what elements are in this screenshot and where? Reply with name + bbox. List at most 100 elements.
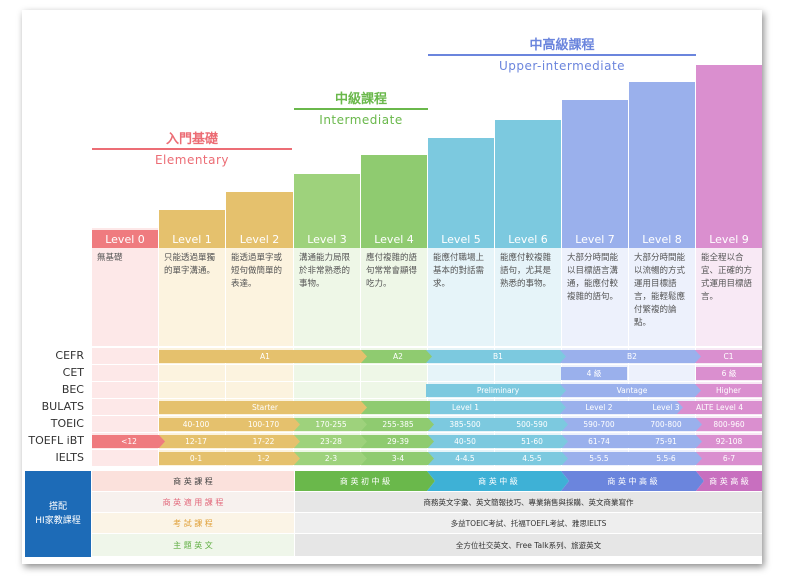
level-step-3 bbox=[294, 174, 360, 230]
level-step-9 bbox=[696, 65, 762, 230]
level-desc-6: 能應付較複雜語句，尤其是熟悉的事物。 bbox=[500, 253, 552, 289]
grid-cell-1-1 bbox=[159, 365, 225, 381]
course-cat-advanced[interactable]: 商 英 高 級 bbox=[696, 471, 762, 491]
level-desc-8: 大部分時間能以流暢的方式運用目標語言，能輕鬆應付繁複的論點。 bbox=[634, 253, 686, 328]
bar-bec-preliminary: Preliminary bbox=[426, 384, 570, 397]
toeic-cell-4: 385-500 bbox=[428, 418, 502, 431]
grid-cell-1-8 bbox=[629, 365, 695, 381]
ielts-cell-5: 4.5-5 bbox=[495, 452, 569, 465]
tier-upper-line bbox=[428, 54, 696, 56]
grid-cell-3-0 bbox=[92, 399, 158, 415]
row-label-bec: BEC bbox=[61, 383, 84, 396]
level-desc-9: 能全程以合宜、正確的方式運用目標語言。 bbox=[701, 253, 753, 302]
level-label-8: Level 8 bbox=[629, 230, 695, 248]
level-step-1 bbox=[159, 210, 225, 230]
level-label-4: Level 4 bbox=[361, 230, 427, 248]
level-desc-1: 只能透過單獨的單字溝通。 bbox=[164, 253, 216, 276]
course-row-topic-text: 全方位社交英文、Free Talk系列、旅遊英文 bbox=[295, 534, 762, 556]
level-label-9: Level 9 bbox=[696, 230, 762, 248]
toefl-cell-8: 75-91 bbox=[629, 435, 703, 448]
bar-bulats-level2: Level 2 bbox=[560, 401, 638, 414]
toeic-cell-3: 255-385 bbox=[361, 418, 435, 431]
level-chart-card: 入門基礎 Elementary 中級課程 Intermediate 中高級課程 … bbox=[22, 10, 762, 564]
course-row-business-name: 商 英 課 程 bbox=[92, 471, 294, 491]
course-row-exam-name: 考 試 課 程 bbox=[92, 513, 294, 533]
row-label-bulats: BULATS bbox=[41, 400, 84, 413]
tier-elementary-en: Elementary bbox=[154, 153, 230, 167]
grid-cell-2-0 bbox=[92, 382, 158, 398]
toeic-cell-1: 100-170 bbox=[226, 418, 301, 431]
grid-cell-1-0 bbox=[92, 365, 158, 381]
bar-cefr-a1: A1 bbox=[159, 350, 371, 363]
level-label-5: Level 5 bbox=[428, 230, 494, 248]
toefl-cell-0: <12 bbox=[92, 435, 166, 448]
course-row-exam-text: 多益TOEIC考試、托福TOEFL考試、雅思IELTS bbox=[295, 513, 762, 533]
toeic-cell-5: 500-590 bbox=[495, 418, 569, 431]
grid-cell-4-0 bbox=[92, 416, 158, 432]
ielts-cell-1: 1-2 bbox=[226, 452, 301, 465]
grid-cell-2-2 bbox=[226, 382, 293, 398]
bar-cefr-b2: B2 bbox=[560, 350, 704, 363]
bar-bulats-level1: Level 1 bbox=[361, 401, 570, 414]
toefl-cell-7: 61-74 bbox=[562, 435, 636, 448]
toeic-cell-0: 40-100 bbox=[159, 418, 233, 431]
bar-cefr-b1: B1 bbox=[426, 350, 570, 363]
grid-cell-1-6 bbox=[495, 365, 561, 381]
toefl-cell-9: 92-108 bbox=[696, 435, 762, 448]
tier-intermediate-en: Intermediate bbox=[319, 113, 403, 127]
level-desc-0: 無基礎 bbox=[97, 253, 123, 263]
course-row-topic-name: 主 題 英 文 bbox=[92, 534, 294, 556]
level-desc-2: 能透過單字或短句做簡單的表達。 bbox=[231, 253, 283, 289]
row-label-cet: CET bbox=[62, 366, 84, 379]
ielts-cell-0: 0-1 bbox=[159, 452, 233, 465]
ielts-cell-4: 4-4.5 bbox=[428, 452, 502, 465]
level-step-6 bbox=[495, 120, 561, 230]
row-label-toefl: TOEFL iBT bbox=[28, 434, 84, 447]
bar-cefr-c1: C1 bbox=[695, 350, 762, 363]
tier-intermediate-zh: 中級課程 bbox=[334, 91, 387, 107]
tier-upper-en: Upper-intermediate bbox=[498, 59, 626, 73]
tier-intermediate-line bbox=[294, 108, 428, 110]
level-desc-4: 應付複雜的語句常常會顯得吃力。 bbox=[366, 253, 418, 289]
toefl-cell-1: 12-17 bbox=[159, 435, 233, 448]
toefl-cell-4: 29-39 bbox=[361, 435, 435, 448]
level-label-7: Level 7 bbox=[562, 230, 628, 248]
courses-title: 搭配 HI家教課程 bbox=[25, 471, 91, 557]
course-row-business-applicable-name: 商 英 適 用 課 程 bbox=[92, 492, 294, 512]
course-cat-upper-intermediate[interactable]: 商 英 中 高 級 bbox=[561, 471, 704, 491]
bar-cet-4: 4 級 bbox=[561, 367, 627, 380]
grid-cell-2-1 bbox=[159, 382, 225, 398]
level-step-2 bbox=[226, 192, 293, 230]
grid-cell-1-2 bbox=[226, 365, 293, 381]
course-row-business-applicable-text: 商務英文字彙、英文簡報技巧、專業銷售與採購、英文商業寫作 bbox=[295, 492, 762, 512]
course-cat-beginner-intermediate[interactable]: 商 英 初 中 級 bbox=[295, 471, 435, 491]
grid-cell-6-0 bbox=[92, 450, 158, 466]
level-step-7 bbox=[562, 100, 628, 230]
grid-cell-0-0 bbox=[92, 348, 158, 364]
bar-bec-higher: Higher bbox=[695, 384, 762, 397]
row-label-ielts: IELTS bbox=[55, 451, 84, 464]
bar-bulats-starter: Starter bbox=[159, 401, 371, 414]
grid-cell-2-3 bbox=[294, 382, 360, 398]
tier-elementary-zh: 入門基礎 bbox=[165, 131, 218, 147]
level-step-8 bbox=[629, 82, 695, 230]
level-label-2: Level 2 bbox=[226, 230, 293, 248]
ielts-cell-6: 5-5.5 bbox=[562, 452, 636, 465]
row-label-cefr: CEFR bbox=[55, 349, 84, 362]
ielts-cell-3: 3-4 bbox=[361, 452, 435, 465]
bar-cefr-a2: A2 bbox=[361, 350, 435, 363]
level-desc-3: 溝通能力局限於非常熟悉的事物。 bbox=[299, 253, 351, 289]
course-cat-intermediate[interactable]: 商 英 中 級 bbox=[427, 471, 569, 491]
grid-cell-1-4 bbox=[361, 365, 427, 381]
toefl-cell-2: 17-22 bbox=[226, 435, 301, 448]
toeic-cell-8: 800-960 bbox=[696, 418, 762, 431]
row-label-toeic: TOEIC bbox=[50, 417, 84, 430]
bar-cet-6: 6 級 bbox=[696, 367, 762, 380]
grid-cell-1-5 bbox=[428, 365, 494, 381]
level-desc-5: 能應付職場上基本的對話需求。 bbox=[433, 253, 485, 289]
grid-cell-2-4 bbox=[361, 382, 427, 398]
bar-bec-vantage: Vantage bbox=[560, 384, 704, 397]
bar-bulats-alte: ALTE Level 4 bbox=[677, 401, 762, 414]
toefl-cell-6: 51-60 bbox=[495, 435, 569, 448]
level-label-6: Level 6 bbox=[495, 230, 561, 248]
